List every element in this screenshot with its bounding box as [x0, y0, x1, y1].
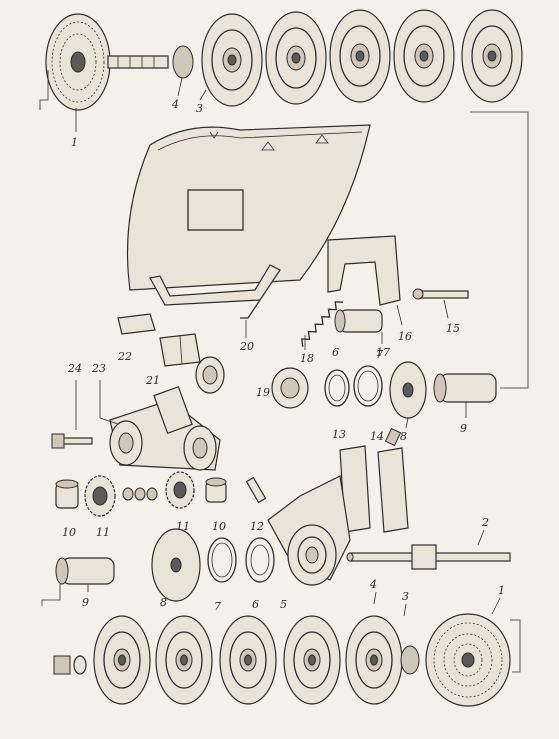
roller-9-left: 9: [55, 557, 115, 609]
shaft-2: 2: [346, 516, 511, 570]
wheel-top-4: [393, 9, 455, 103]
label-ring-top: 3: [196, 102, 203, 115]
top-brush-assembly: 1 4 3: [45, 9, 523, 149]
label-roller-right: 9: [460, 422, 467, 435]
label-wheel-bottom: 4: [369, 578, 377, 591]
bracket-16: 16: [327, 235, 412, 343]
washer-top: [172, 45, 194, 79]
brush-top: [45, 13, 169, 111]
routing-line-right: [470, 111, 529, 389]
label-bushing-right: 10: [212, 520, 226, 533]
label-frame-20: 20: [239, 340, 254, 353]
label-ring-bottom: 3: [402, 590, 409, 603]
label-nut-19: 19: [256, 386, 270, 399]
bushing-10-left: 10: [55, 479, 79, 539]
nut-bottom: [53, 655, 87, 675]
wheel-top-5: [461, 9, 523, 103]
label-washer-left: 6: [252, 598, 259, 611]
right-hub-stack: 19 6 7 8 9: [256, 346, 497, 443]
label-clip-left: 7: [214, 600, 221, 613]
wheel-bottom-2: [155, 615, 213, 705]
bottom-wheel-assembly: 4 3 1: [53, 578, 511, 707]
label-hub-23: 23: [91, 362, 106, 375]
label-washer-top: 4: [171, 98, 179, 111]
spacers: [122, 487, 158, 501]
pin-15: 15: [412, 288, 469, 335]
spring-18: 18: [300, 301, 343, 365]
label-gear-left: 11: [96, 526, 110, 539]
frame-20: 20: [149, 264, 281, 353]
washer-5-left: 5: [280, 598, 287, 611]
gear-row: 10 11 11 10 12: [55, 471, 267, 539]
hood-cover: [126, 124, 371, 291]
label-spring-18: 18: [300, 352, 314, 365]
label-disc-right: 8: [400, 430, 407, 443]
label-bracket-16: 16: [398, 330, 412, 343]
wheel-top-1: [201, 13, 263, 107]
disc-8-left: 8: [151, 528, 201, 609]
label-roller-left: 9: [82, 596, 89, 609]
left-roller-stack: 9 8 7 6 5: [55, 528, 287, 613]
wheel-bottom-5: [345, 615, 403, 705]
label-plate-13: 13: [332, 428, 346, 441]
clip-7-left: 7: [207, 537, 237, 613]
left-hub-assembly: 22 21 23 24: [51, 313, 225, 471]
wheel-top-3: [329, 9, 391, 103]
brush-bottom: [425, 613, 511, 707]
label-bushing-left: 10: [62, 526, 76, 539]
label-bolt-24: 24: [67, 362, 82, 375]
housing-cam: [267, 475, 351, 586]
routing-line-bottom: [41, 584, 61, 606]
gear-11-left: 11: [84, 475, 116, 539]
pin-12: 12: [245, 476, 267, 533]
plates-13-14: 13 14: [332, 427, 409, 533]
label-pin-12: 12: [250, 520, 264, 533]
label-washer-right: 6: [332, 346, 339, 359]
wheel-top-2: [265, 11, 327, 105]
label-brush-bottom: 1: [498, 584, 505, 597]
label-washer-small-left: 5: [280, 598, 287, 611]
gear-11-right: 11: [165, 471, 195, 533]
wheel-bottom-4: [283, 615, 341, 705]
wheel-bottom-1: [93, 615, 151, 705]
label-disc-left: 8: [160, 596, 167, 609]
wheel-bottom-3: [219, 615, 277, 705]
label-clip-right: 7: [376, 348, 383, 361]
label-brush-top: 1: [71, 136, 78, 149]
label-pin-15: 15: [446, 322, 460, 335]
label-plate-22: 22: [117, 350, 132, 363]
routing-line-bottom-right: [510, 619, 521, 673]
label-shaft: 2: [481, 516, 489, 529]
washer-bottom: [400, 645, 420, 675]
label-bushing-17: 17: [376, 346, 390, 359]
label-block-21: 21: [145, 374, 160, 387]
washer-6-left: 6: [245, 537, 275, 611]
bushing-10-right: 10: [205, 477, 227, 533]
label-plate-14: 14: [370, 430, 384, 443]
bushing-17: 17: [334, 309, 390, 359]
routing-line-top: [39, 70, 49, 110]
